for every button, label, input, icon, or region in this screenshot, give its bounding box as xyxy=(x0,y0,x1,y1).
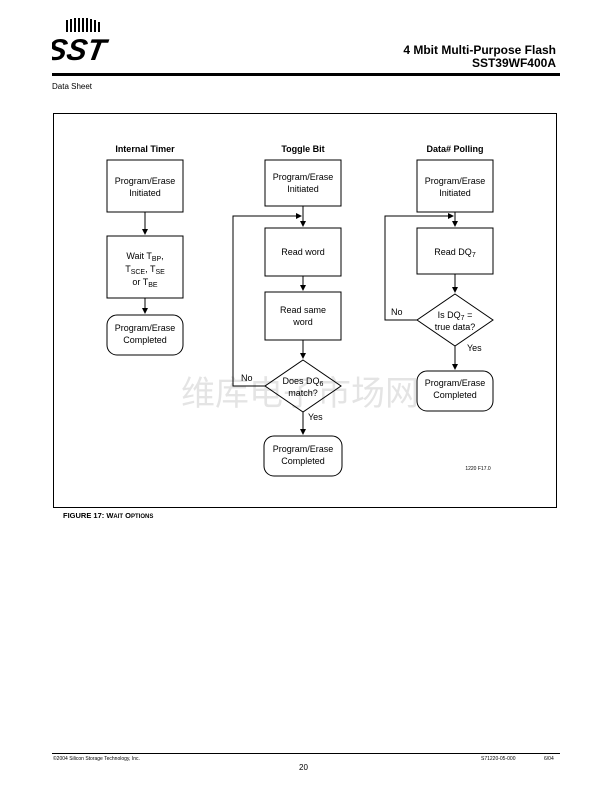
figure-id: 1220 F17.0 xyxy=(465,466,491,472)
footer-rule xyxy=(52,753,560,754)
toggle-decision-line2: match? xyxy=(288,388,318,398)
toggle-start-line2: Initiated xyxy=(287,184,319,194)
polling-no-label: No xyxy=(391,307,403,317)
data-sheet-label: Data Sheet xyxy=(52,82,93,91)
toggle-start-box xyxy=(264,159,342,207)
polling-start-line2: Initiated xyxy=(439,188,471,198)
polling-yes-label: Yes xyxy=(467,343,482,353)
toggle-end-line2: Completed xyxy=(281,456,325,466)
toggle-end-box xyxy=(263,435,343,477)
figure-frame xyxy=(53,113,557,508)
footer-copyright: ©2004 Silicon Storage Technology, Inc. xyxy=(53,756,140,762)
timer-start-line2: Initiated xyxy=(129,188,161,198)
title-line-1: 4 Mbit Multi-Purpose Flash xyxy=(403,43,556,57)
watermark-text: 维库电子市场网 xyxy=(181,375,419,413)
timer-wait-line1: Wait TBP, xyxy=(126,251,163,263)
timer-wait-line3: or TBE xyxy=(132,277,158,289)
timer-start-line1: Program/Erase xyxy=(115,176,176,186)
sst-logo: SST xyxy=(52,18,111,67)
toggle-read-same-line1: Read same xyxy=(280,305,326,315)
toggle-decision-line1: Does DQ6 xyxy=(283,376,324,388)
polling-end-line2: Completed xyxy=(433,390,477,400)
toggle-no-label: No xyxy=(241,373,253,383)
timer-end-line1: Program/Erase xyxy=(115,323,176,333)
toggle-read-same-line2: word xyxy=(292,317,313,327)
polling-no-loop xyxy=(384,213,454,321)
toggle-end-line1: Program/Erase xyxy=(273,444,334,454)
timer-title: Internal Timer xyxy=(115,144,175,154)
polling-decision-line1: Is DQ7 = xyxy=(438,310,473,322)
toggle-read-same-box xyxy=(264,291,342,341)
title-line-2: SST39WF400A xyxy=(471,56,556,70)
footer-date: 6/04 xyxy=(544,756,554,762)
figure-caption: FIGURE 17: WAIT OPTIONS xyxy=(63,511,154,520)
timer-end-line2: Completed xyxy=(123,335,167,345)
header-rule xyxy=(52,73,560,76)
document-title: 4 Mbit Multi-Purpose Flash SST39WF400A xyxy=(403,44,556,70)
toggle-read-label: Read word xyxy=(281,247,325,257)
timer-wait-line2: TSCE, TSE xyxy=(125,264,165,276)
polling-end-line1: Program/Erase xyxy=(425,378,486,388)
polling-decision-line2: true data? xyxy=(435,322,476,332)
footer-doc-number: S71220-05-000 xyxy=(481,756,516,762)
polling-end-box xyxy=(416,370,494,412)
page-number: 20 xyxy=(299,763,308,772)
timer-start-box xyxy=(106,159,184,213)
toggle-title: Toggle Bit xyxy=(281,144,324,154)
polling-start-line1: Program/Erase xyxy=(425,176,486,186)
toggle-yes-label: Yes xyxy=(308,412,323,422)
toggle-no-loop xyxy=(232,213,302,387)
polling-decision-diamond xyxy=(416,293,494,347)
polling-start-box xyxy=(416,159,494,213)
toggle-start-line1: Program/Erase xyxy=(273,172,334,182)
logo-wordmark: SST xyxy=(52,34,111,67)
polling-read-label: Read DQ7 xyxy=(434,247,476,259)
timer-end-box xyxy=(106,314,184,356)
polling-title: Data# Polling xyxy=(426,144,483,154)
